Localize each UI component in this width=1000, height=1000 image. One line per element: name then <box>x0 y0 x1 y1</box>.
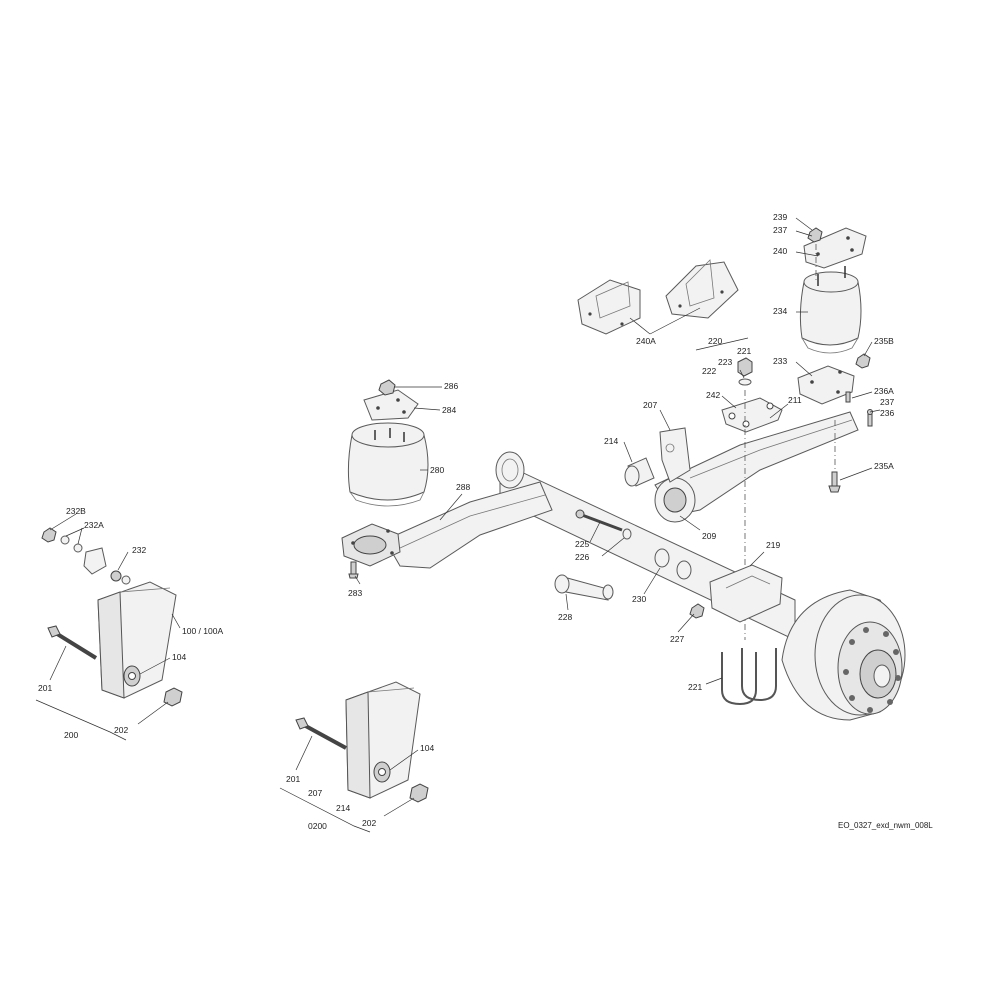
callout-283: 283 <box>348 588 362 598</box>
callout-201-a: 201 <box>38 683 52 693</box>
air-spring-right <box>799 266 862 354</box>
callout-214-top: 214 <box>604 436 618 446</box>
hanger-bracket-1 <box>97 581 177 699</box>
callout-104-a: 104 <box>172 652 186 662</box>
lower-plate-right <box>797 365 855 405</box>
callout-211: 211 <box>788 395 802 405</box>
bolt-201-b <box>295 717 347 750</box>
top-plate-left <box>363 389 419 421</box>
callout-286: 286 <box>444 381 458 391</box>
nut-235b <box>855 353 871 369</box>
lower-plate-left <box>341 523 401 567</box>
bracket-240a-right <box>665 259 739 319</box>
callout-104-b: 104 <box>420 743 434 753</box>
bush-232-set <box>41 527 131 585</box>
bracket-240a-left <box>577 279 641 335</box>
callout-220: 220 <box>708 336 722 346</box>
axle-seat-219 <box>709 564 783 623</box>
brake-drum <box>781 589 906 721</box>
callout-221-top: 221 <box>737 346 751 356</box>
bolt-235a <box>828 471 841 493</box>
callout-221-bottom: 221 <box>688 682 702 692</box>
trailing-arm-left <box>384 481 553 569</box>
callout-235b: 235B <box>874 336 894 346</box>
nut-239 <box>807 227 823 243</box>
bolt-236a <box>845 391 851 403</box>
callout-236: 236 <box>880 408 894 418</box>
bush-230 <box>654 548 692 580</box>
callout-237: 237 <box>773 225 787 235</box>
leader-lines <box>35 217 881 833</box>
drawing-code: EO_0327_exd_nwm_008L <box>838 821 933 830</box>
callout-288: 288 <box>456 482 470 492</box>
callout-100-100a: 100 / 100A <box>182 626 223 636</box>
callout-232b: 232B <box>66 506 86 516</box>
callout-226: 226 <box>575 552 589 562</box>
callout-230: 230 <box>632 594 646 604</box>
bolt-201-a <box>47 625 98 660</box>
callout-223: 223 <box>718 357 732 367</box>
callout-214-bottom: 214 <box>336 803 350 813</box>
callout-237b: 237 <box>880 397 894 407</box>
callout-280: 280 <box>430 465 444 475</box>
hanger-bracket-2 <box>345 681 421 799</box>
callout-200: 200 <box>64 730 78 740</box>
callout-227: 227 <box>670 634 684 644</box>
u-bolts <box>721 648 777 706</box>
callout-209: 209 <box>702 531 716 541</box>
callout-222: 222 <box>702 366 716 376</box>
hanger-bracket <box>659 427 691 483</box>
bolt-225 <box>575 509 623 532</box>
bolt-236 <box>867 409 873 427</box>
callout-235a: 235A <box>874 461 894 471</box>
callout-labels: 239 237 240 234 235B 233 236A 237 236 23… <box>38 212 933 831</box>
washer-stack <box>737 357 753 386</box>
callout-202-a: 202 <box>114 725 128 735</box>
callout-219: 219 <box>766 540 780 550</box>
nut-202-b <box>409 783 429 803</box>
callout-284: 284 <box>442 405 456 415</box>
nut-286 <box>378 379 396 396</box>
callout-202-b: 202 <box>362 818 376 828</box>
callout-232: 232 <box>132 545 146 555</box>
clamp-plate-242 <box>721 397 783 433</box>
air-spring-left <box>347 422 429 507</box>
callout-240: 240 <box>773 246 787 256</box>
callout-242: 242 <box>706 390 720 400</box>
callout-232a: 232A <box>84 520 104 530</box>
bush-214 <box>624 457 655 487</box>
callout-228: 228 <box>558 612 572 622</box>
callout-201-b: 201 <box>286 774 300 784</box>
callout-233: 233 <box>773 356 787 366</box>
top-plate-right <box>803 227 867 269</box>
callout-207-bottom: 207 <box>308 788 322 798</box>
nut-202-a <box>163 687 183 707</box>
trailing-arm-right <box>654 411 859 523</box>
callout-240a: 240A <box>636 336 656 346</box>
bush-228 <box>554 574 614 601</box>
callout-225: 225 <box>575 539 589 549</box>
callout-234: 234 <box>773 306 787 316</box>
callout-236a: 236A <box>874 386 894 396</box>
washer-226 <box>622 528 632 540</box>
callout-0200: 0200 <box>308 821 327 831</box>
callout-239: 239 <box>773 212 787 222</box>
callout-207-top: 207 <box>643 400 657 410</box>
screw-283 <box>348 561 359 579</box>
